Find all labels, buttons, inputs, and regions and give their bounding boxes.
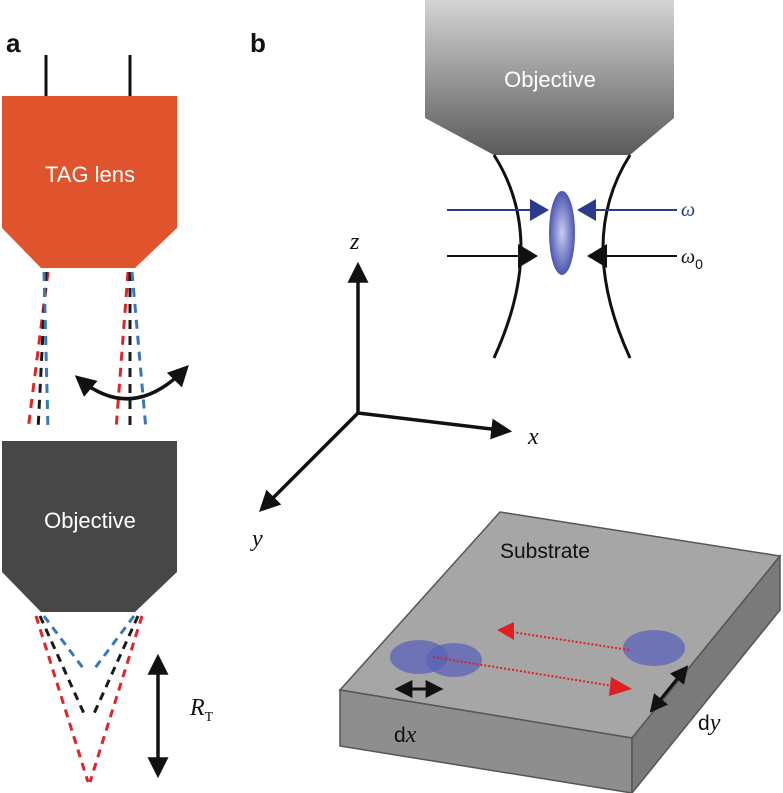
omega-arrow-left-head: [530, 199, 549, 221]
omega-label: ω: [681, 199, 695, 221]
objective-b-label: Objective: [504, 67, 596, 92]
beam-lower-left-black: [38, 615, 88, 719]
substrate-side-face: [631, 553, 781, 793]
substrate-front-face: [339, 689, 633, 793]
scan-arrow-forward-head: [609, 677, 632, 696]
range-label: RT: [189, 695, 214, 725]
objective-a-body: [2, 441, 177, 612]
dy-label-var: y: [708, 710, 721, 736]
beam-upper-left-black: [36, 271, 48, 431]
omega-arrows: [447, 199, 677, 221]
objective-b-body: [425, 0, 674, 155]
oscillation-arrow: [74, 364, 189, 401]
tag-lens-label: TAG lens: [45, 162, 135, 187]
dx-label-prefix: d: [394, 724, 406, 747]
omega0-arrow-left-head: [518, 244, 538, 268]
dy-arrow: [649, 665, 689, 713]
beams-lower: [34, 615, 144, 783]
omega0-label-sub: 0: [695, 256, 703, 272]
dy-label-prefix: d: [698, 712, 710, 735]
beam-lower-left-blue: [42, 615, 88, 673]
beam-lower-right-blue: [90, 615, 136, 673]
laser-spot-3: [623, 630, 685, 666]
beam-upper-left-blue: [42, 271, 50, 431]
objective-a-label: Objective: [44, 508, 136, 533]
beam-lower-left-red: [34, 615, 90, 783]
axis-x-arrow: [357, 411, 513, 440]
focal-spot: [549, 191, 575, 275]
panel-b-letter: b: [250, 28, 266, 58]
beam-upper-right-red: [114, 271, 130, 431]
axis-z-label: z: [349, 229, 360, 255]
beam-upper-left-red: [26, 271, 50, 431]
omega0-arrow-right-head: [587, 244, 607, 268]
axis-y-label: y: [250, 526, 263, 552]
dx-label: dx: [394, 722, 417, 748]
tag-lens-body: [2, 96, 177, 268]
beam-upper-right-blue: [130, 271, 148, 431]
axis-x-label: x: [527, 424, 539, 450]
scan-arrow-back-head: [497, 622, 514, 640]
omega-arrow-right-head: [577, 199, 596, 221]
axis-y-arrow: [259, 411, 360, 512]
range-label-sub: T: [205, 710, 214, 725]
dy-label: dy: [698, 710, 721, 736]
beams-upper: [26, 271, 148, 431]
dx-label-var: x: [405, 722, 417, 748]
substrate-label: Substrate: [500, 540, 590, 563]
beam-lower-right-black: [90, 615, 140, 719]
panel-a-letter: a: [6, 28, 21, 58]
omega0-label: ω0: [681, 246, 703, 272]
coordinate-axes: [259, 261, 513, 512]
omega0-arrows: [447, 244, 677, 268]
omega0-label-main: ω: [681, 246, 695, 268]
range-label-main: R: [189, 695, 205, 721]
beam-lower-right-red: [88, 615, 144, 783]
